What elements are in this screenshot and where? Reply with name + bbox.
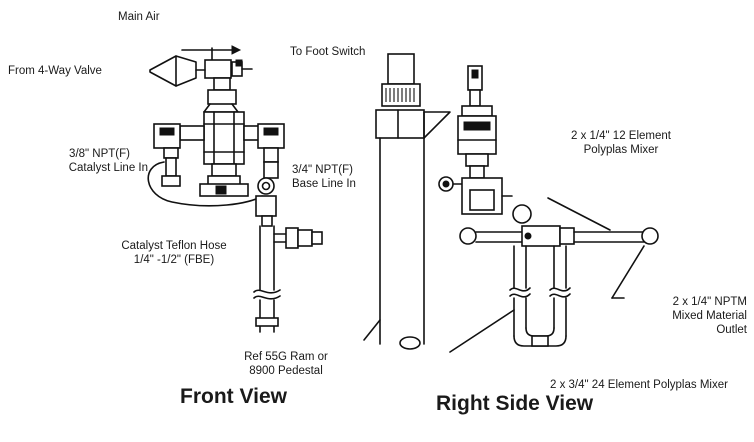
- label-outlet-name: Mixed Material: [672, 310, 747, 322]
- label-outlet-size: 2 x 1/4" NPTM: [672, 296, 747, 308]
- label-outlet-word: Outlet: [716, 324, 747, 336]
- label-hose-name: Catalyst Teflon Hose: [121, 240, 227, 252]
- right-side-view-title: Right Side View: [436, 392, 594, 415]
- label-base-line-in: 3/4" NPT(F) Base Line In: [292, 163, 356, 191]
- label-base-line-size: 3/4" NPT(F): [292, 164, 353, 176]
- label-catalyst-line-size: 3/8" NPT(F): [69, 148, 130, 160]
- label-ram-ref: Ref 55G Ram or: [244, 351, 328, 363]
- right-view-drawing: [363, 53, 659, 353]
- label-ram-pedestal: 8900 Pedestal: [249, 365, 323, 377]
- label-to-foot-switch: To Foot Switch: [290, 46, 366, 58]
- label-base-line-name: Base Line In: [292, 178, 356, 190]
- label-mixer12-size: 2 x 1/4" 12 Element: [571, 130, 671, 142]
- label-main-air: Main Air: [118, 11, 160, 23]
- label-mixer12-name: Polyplas Mixer: [583, 144, 659, 156]
- label-catalyst-line-in: 3/8" NPT(F) Catalyst Line In: [14, 147, 148, 175]
- label-catalyst-line-name: Catalyst Line In: [68, 162, 148, 174]
- label-from-4-way-valve: From 4-Way Valve: [8, 65, 102, 77]
- label-hose-size: 1/4" -1/2" (FBE): [133, 254, 215, 266]
- front-view-title: Front View: [180, 385, 287, 408]
- label-mixed-material-outlet: 2 x 1/4" NPTM Mixed Material Outlet: [620, 295, 747, 337]
- label-ref-ram-pedestal: Ref 55G Ram or 8900 Pedestal: [226, 350, 346, 378]
- label-24-element-mixer: 2 x 3/4" 24 Element Polyplas Mixer: [550, 379, 728, 391]
- front-view-drawing: [147, 45, 323, 333]
- label-catalyst-teflon-hose: Catalyst Teflon Hose 1/4" -1/2" (FBE): [94, 239, 254, 267]
- label-12-element-mixer: 2 x 1/4" 12 Element Polyplas Mixer: [556, 129, 686, 157]
